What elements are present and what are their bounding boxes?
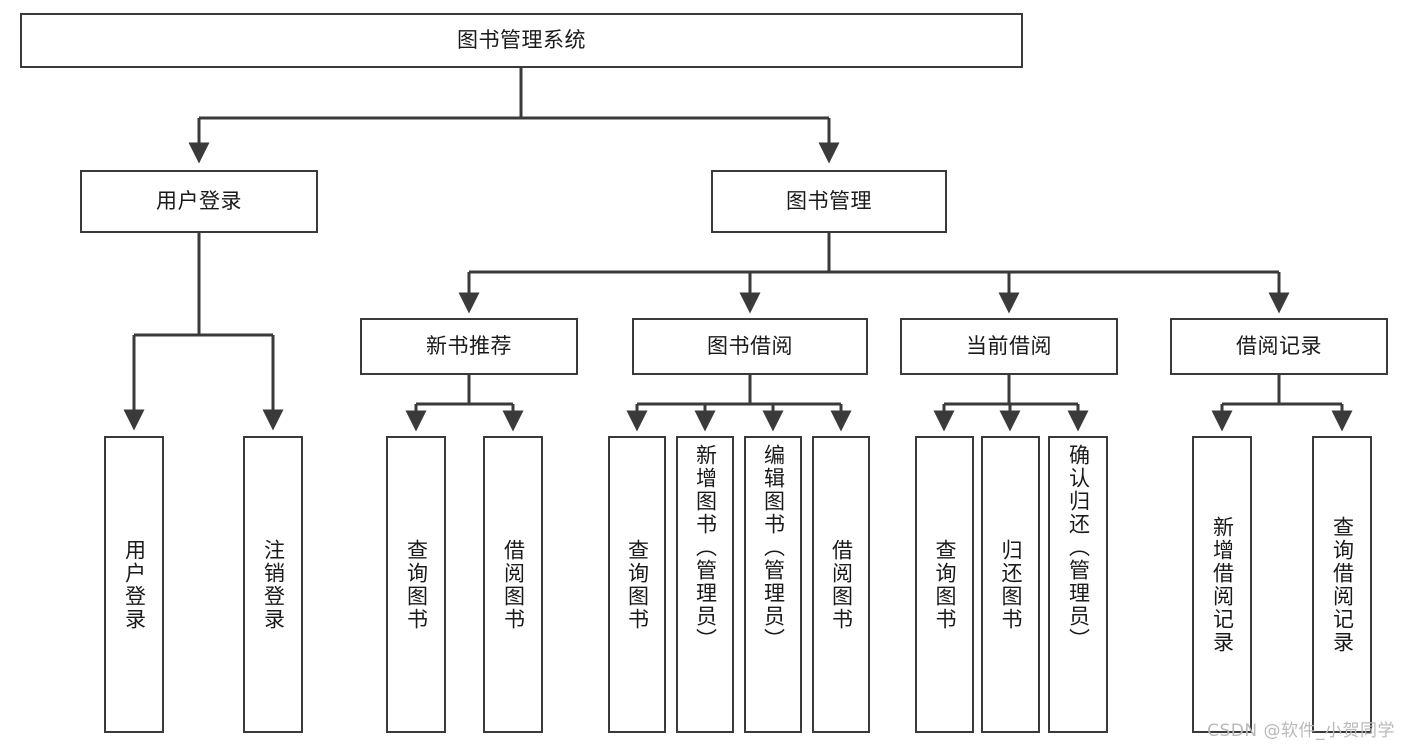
node-leaf-query-book-1[interactable]: 查询图书	[386, 436, 446, 733]
node-leaf-add-book-label: 新增图书（管理员）	[693, 444, 718, 651]
node-leaf-logout-label: 注销登录	[261, 538, 286, 631]
node-root-label: 图书管理系统	[457, 28, 586, 53]
node-leaf-logout[interactable]: 注销登录	[243, 436, 303, 733]
node-leaf-return-book-label: 归还图书	[999, 538, 1023, 631]
node-new-book-rec[interactable]: 新书推荐	[360, 318, 578, 375]
node-borrow-record[interactable]: 借阅记录	[1170, 318, 1388, 375]
node-leaf-user-login[interactable]: 用户登录	[104, 436, 164, 733]
node-new-book-rec-label: 新书推荐	[426, 334, 512, 359]
node-user-login[interactable]: 用户登录	[80, 170, 318, 233]
node-leaf-add-record-label: 新增借阅记录	[1210, 515, 1235, 654]
node-book-manage[interactable]: 图书管理	[711, 170, 947, 233]
node-root[interactable]: 图书管理系统	[20, 13, 1023, 68]
node-book-borrow-label: 图书借阅	[707, 334, 793, 359]
node-leaf-user-login-label: 用户登录	[122, 538, 147, 631]
node-leaf-confirm-return-label: 确认归还（管理员）	[1066, 444, 1091, 651]
node-leaf-edit-book[interactable]: 编辑图书（管理员）	[744, 436, 802, 733]
node-user-login-label: 用户登录	[156, 189, 242, 214]
node-leaf-add-book[interactable]: 新增图书（管理员）	[676, 436, 734, 733]
node-leaf-query-book-1-label: 查询图书	[404, 538, 429, 631]
node-leaf-query-book-3-label: 查询图书	[933, 538, 957, 631]
node-leaf-confirm-return[interactable]: 确认归还（管理员）	[1048, 436, 1108, 733]
node-leaf-return-book[interactable]: 归还图书	[981, 436, 1040, 733]
node-book-borrow[interactable]: 图书借阅	[632, 318, 868, 375]
node-leaf-add-record[interactable]: 新增借阅记录	[1192, 436, 1252, 733]
node-current-borrow-label: 当前借阅	[966, 334, 1052, 359]
node-leaf-borrow-book-1-label: 借阅图书	[501, 538, 526, 631]
node-current-borrow[interactable]: 当前借阅	[900, 318, 1118, 375]
node-leaf-edit-book-label: 编辑图书（管理员）	[761, 444, 786, 651]
node-leaf-query-record[interactable]: 查询借阅记录	[1312, 436, 1372, 733]
node-leaf-query-book-2[interactable]: 查询图书	[608, 436, 666, 733]
node-leaf-borrow-book-1[interactable]: 借阅图书	[483, 436, 543, 733]
node-leaf-query-record-label: 查询借阅记录	[1330, 515, 1355, 654]
node-book-manage-label: 图书管理	[786, 189, 872, 214]
node-leaf-borrow-book-2-label: 借阅图书	[829, 538, 854, 631]
node-leaf-query-book-3[interactable]: 查询图书	[915, 436, 974, 733]
node-borrow-record-label: 借阅记录	[1236, 334, 1322, 359]
node-leaf-borrow-book-2[interactable]: 借阅图书	[812, 436, 870, 733]
node-leaf-query-book-2-label: 查询图书	[625, 538, 650, 631]
